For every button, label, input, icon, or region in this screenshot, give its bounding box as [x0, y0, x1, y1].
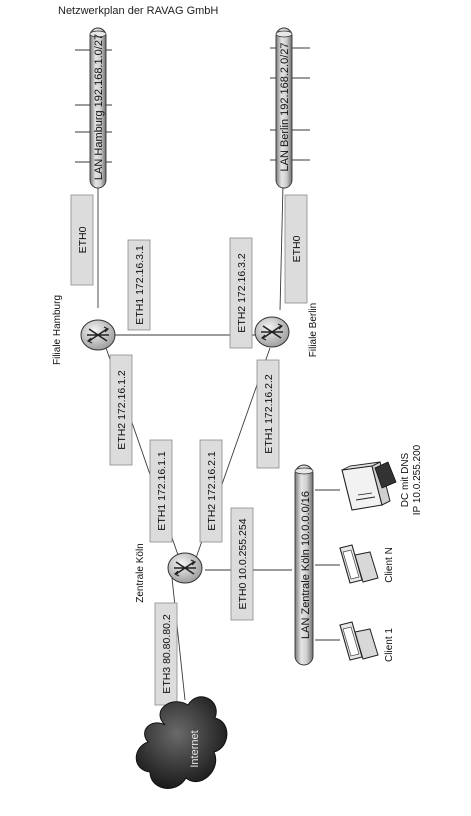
- iface-k-eth2: ETH2 172.16.2.1: [199, 439, 223, 543]
- client-n-label: Client N: [384, 547, 395, 583]
- iface-hh-eth2: ETH2 172.16.1.2: [109, 354, 133, 466]
- dc-label-line1: DC mit DNS: [400, 452, 411, 507]
- lan-berlin-label: LAN Berlin 192.168.2.0/27: [279, 42, 291, 171]
- router-hamburg-label: Filiale Hamburg: [52, 295, 63, 365]
- internet-label: Internet: [189, 730, 201, 767]
- router-berlin: Filiale Berlin: [254, 303, 319, 357]
- lan-hamburg: LAN Hamburg 192.168.1.0/27: [89, 27, 107, 189]
- iface-k-eth3: ETH3 80.80.80.2: [154, 602, 178, 706]
- internet-cloud: Internet: [135, 696, 228, 789]
- iface-be-eth1: ETH1 172.16.2.2: [256, 359, 280, 469]
- client-1: Client 1: [339, 621, 395, 662]
- router-berlin-label: Filiale Berlin: [308, 303, 319, 357]
- iface-be-eth0: ETH0: [284, 194, 308, 304]
- svg-text:ETH0: ETH0: [77, 226, 89, 253]
- page-title: Netzwerkplan der RAVAG GmbH: [58, 5, 219, 17]
- svg-text:ETH0: ETH0: [291, 235, 303, 262]
- iface-be-eth2: ETH2 172.16.3.2: [229, 237, 253, 349]
- svg-text:ETH1 172.16.2.2: ETH1 172.16.2.2: [263, 374, 275, 454]
- router-koeln-label: Zentrale Köln: [135, 543, 146, 602]
- lan-koeln-label: LAN Zentrale Köln 10.0.0.0/16: [300, 491, 312, 639]
- client-n: Client N: [339, 544, 395, 584]
- link-be-lan: [279, 184, 284, 311]
- svg-text:ETH1 172.16.1.1: ETH1 172.16.1.1: [156, 451, 168, 531]
- client-1-label: Client 1: [384, 628, 395, 662]
- svg-text:ETH2 172.16.2.1: ETH2 172.16.2.1: [206, 451, 218, 531]
- router-koeln: Zentrale Köln: [135, 543, 203, 603]
- svg-text:ETH1 172.16.3.1: ETH1 172.16.3.1: [134, 245, 146, 325]
- dc-server: DC mit DNS IP 10.0.255.200: [341, 444, 423, 515]
- iface-hh-eth1: ETH1 172.16.3.1: [127, 239, 151, 331]
- iface-k-eth0: ETH0 10.0.255.254: [230, 507, 254, 621]
- router-hamburg: Filiale Hamburg: [52, 295, 116, 365]
- svg-text:ETH2 172.16.3.2: ETH2 172.16.3.2: [236, 253, 248, 333]
- svg-text:ETH3 80.80.80.2: ETH3 80.80.80.2: [161, 614, 173, 694]
- svg-text:ETH2 172.16.1.2: ETH2 172.16.1.2: [116, 370, 128, 450]
- lan-koeln: LAN Zentrale Köln 10.0.0.0/16: [294, 464, 314, 666]
- link-koeln-internet: [171, 577, 186, 701]
- iface-k-eth1: ETH1 172.16.1.1: [149, 439, 173, 543]
- iface-hh-eth0: ETH0: [70, 194, 94, 286]
- lan-berlin: LAN Berlin 192.168.2.0/27: [275, 27, 293, 189]
- svg-text:ETH0 10.0.255.254: ETH0 10.0.255.254: [237, 518, 249, 609]
- lan-hamburg-label: LAN Hamburg 192.168.1.0/27: [93, 34, 105, 180]
- dc-label-line2: IP 10.0.255.200: [412, 444, 423, 515]
